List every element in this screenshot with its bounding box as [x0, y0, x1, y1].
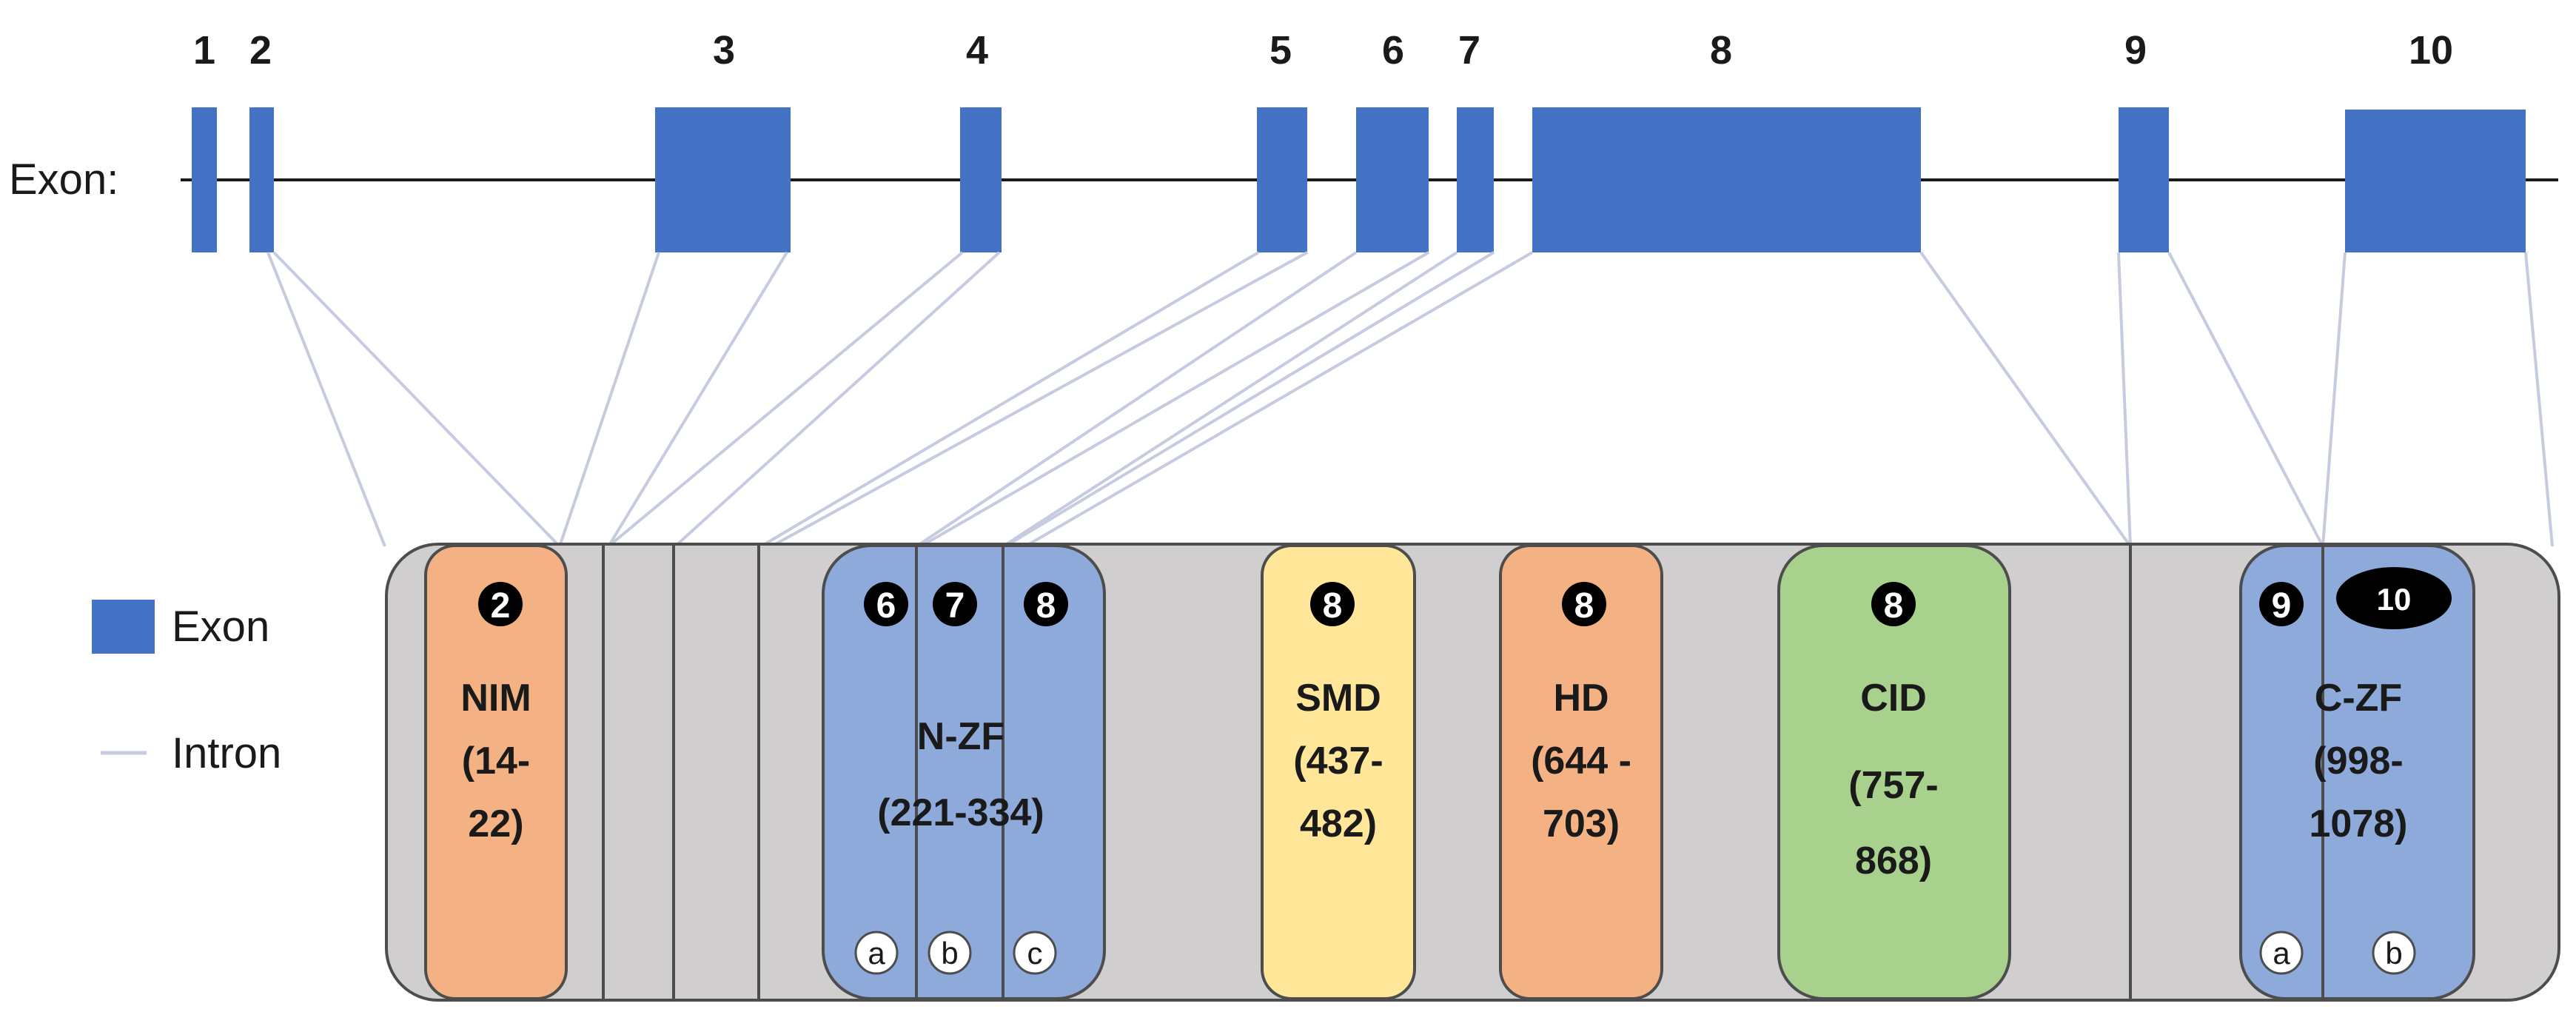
- exon-row-label: Exon:: [9, 155, 118, 204]
- domain-czf-box: [2239, 544, 2475, 1000]
- exon-number-5: 5: [1269, 28, 1292, 73]
- domain-cid: 8 CID (757- 868): [1777, 544, 2011, 1000]
- domain-name: N-ZF: [917, 715, 1004, 758]
- sub-badge: [928, 931, 972, 975]
- domain-hd: 8 HD (644 - 703): [1499, 544, 1663, 1000]
- domain-range: 1078): [2310, 802, 2408, 845]
- legend: Exon Intron: [92, 600, 281, 777]
- exon-number-9: 9: [2124, 28, 2147, 73]
- exon-box-5: [1257, 107, 1307, 252]
- exon-badge-number: 8: [1884, 586, 1904, 626]
- exon-badge: [1871, 582, 1916, 626]
- exon-badge-number: 8: [1574, 586, 1594, 626]
- domain-nzf: 6 7 8 N-ZF (221-334) a b c: [822, 544, 1106, 1000]
- exon-badge-number: 2: [491, 586, 511, 626]
- exon-number-10: 10: [2409, 28, 2453, 73]
- exon-badge-number: 10: [2377, 582, 2412, 617]
- exon-box-9: [2119, 107, 2169, 252]
- sub-badge-letter: b: [941, 936, 958, 971]
- domain-range: (14-: [462, 740, 530, 783]
- exon-box-1: [192, 107, 217, 252]
- exon-boxes: [192, 107, 2526, 252]
- exon-badge: [1024, 582, 1068, 626]
- exon-badge: [478, 582, 523, 626]
- domain-hd-box: [1499, 544, 1663, 1000]
- sub-badge-letter: b: [2385, 936, 2402, 971]
- sub-badge-letter: a: [2273, 936, 2290, 971]
- exon-box-3: [655, 107, 791, 252]
- exon-number-1: 1: [193, 28, 215, 73]
- exon-badge: [2259, 582, 2304, 626]
- exon-number-8: 8: [1710, 28, 1732, 73]
- exon-number-4: 4: [966, 28, 988, 73]
- domain-range: 703): [1543, 802, 1620, 845]
- exon-box-8: [1532, 107, 1921, 252]
- sub-badge: [854, 931, 899, 975]
- domain-name: NIM: [460, 677, 531, 720]
- domain-smd: 8 SMD (437- 482): [1261, 544, 1416, 1000]
- exon-badge: [1310, 582, 1355, 626]
- domain-nim-box: [424, 544, 568, 1000]
- legend-intron-label: Intron: [172, 729, 281, 777]
- sub-badge-letter: a: [868, 936, 885, 971]
- exon-box-6: [1356, 107, 1429, 252]
- exon-domain-connectors: [266, 251, 2554, 548]
- legend-exon-label: Exon: [172, 603, 269, 651]
- exon-badge: [2336, 567, 2452, 629]
- exon-box-2: [249, 107, 274, 252]
- exon-box-4: [960, 107, 1002, 252]
- exon-badge-number: 7: [945, 586, 965, 626]
- domain-name: CID: [1860, 677, 1927, 720]
- exon-badge-number: 8: [1323, 586, 1343, 626]
- domain-cid-box: [1777, 544, 2011, 1000]
- exon-number-2: 2: [249, 28, 272, 73]
- domain-name: HD: [1553, 677, 1609, 720]
- exon-box-7: [1457, 107, 1494, 252]
- exon-badge: [864, 582, 908, 626]
- domain-range: (757-: [1848, 764, 1938, 807]
- protein-bar: [385, 543, 2560, 1002]
- sub-badge-letter: c: [1027, 936, 1043, 971]
- exon-box-10: [2345, 110, 2526, 252]
- domain-name: SMD: [1295, 677, 1381, 720]
- domain-range: (644 -: [1531, 740, 1631, 783]
- domain-name: C-ZF: [2315, 677, 2402, 720]
- exon-number-labels: 1 2 3 4 5 6 7 8 9 10: [193, 28, 2453, 73]
- legend-exon-swatch: [92, 600, 155, 654]
- domain-nzf-box: [822, 544, 1106, 1000]
- exon-badge-number: 6: [876, 586, 896, 626]
- domain-range: (998-: [2313, 740, 2403, 783]
- domain-range: 482): [1300, 802, 1377, 845]
- exon-badge: [933, 582, 977, 626]
- domain-nim: 2 NIM (14- 22): [424, 544, 568, 1000]
- domain-range: 22): [468, 802, 523, 845]
- exon-number-6: 6: [1382, 28, 1404, 73]
- sub-badge: [2259, 931, 2304, 975]
- exon-badge-number: 9: [2272, 586, 2292, 626]
- exon-badge-number: 8: [1036, 586, 1056, 626]
- exon-number-3: 3: [713, 28, 735, 73]
- domain-range: (221-334): [877, 791, 1044, 834]
- exon-boundary-lines: [602, 546, 2132, 999]
- exon-badge: [1562, 582, 1606, 626]
- domain-smd-box: [1261, 544, 1416, 1000]
- domain-range: (437-: [1293, 740, 1383, 783]
- domain-range: 868): [1855, 840, 1932, 882]
- domain-czf: 9 10 C-ZF (998- 1078) a b: [2239, 544, 2475, 1000]
- sub-badge: [2372, 931, 2416, 975]
- exon-number-7: 7: [1458, 28, 1480, 73]
- sub-badge: [1013, 931, 1057, 975]
